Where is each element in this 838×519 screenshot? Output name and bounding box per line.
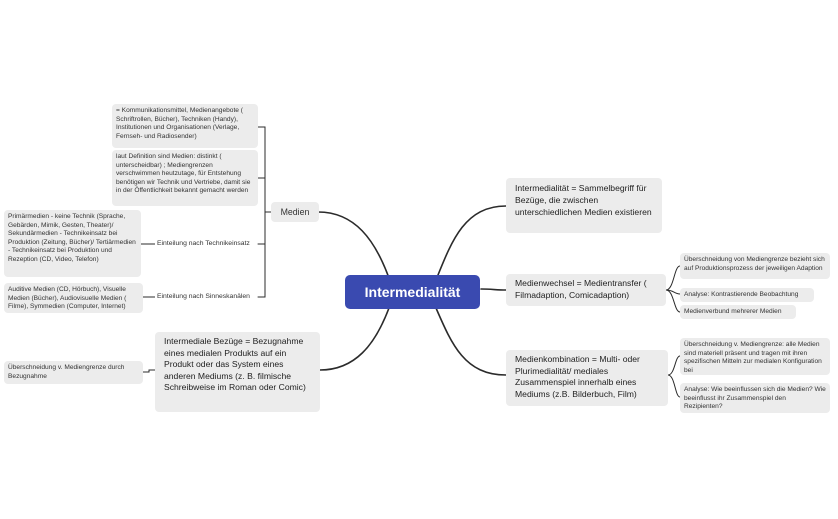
link-central-medienkombination <box>435 307 507 376</box>
node-medienkombination-child-1[interactable]: Überschneidung v. Mediengrenze: alle Med… <box>680 338 830 375</box>
node-medienkombination-child-2[interactable]: Analyse: Wie beeinflussen sich die Medie… <box>680 383 830 413</box>
medienkombination-text: Medienkombination = Multi- oder Plurimed… <box>515 354 640 399</box>
node-medienwechsel[interactable]: Medienwechsel = Medientransfer ( Filmada… <box>506 274 666 306</box>
node-medien-def-2[interactable]: laut Definition sind Medien: distinkt ( … <box>112 150 258 206</box>
medien-label: Medien <box>280 207 310 217</box>
node-medien[interactable]: Medien <box>271 202 319 222</box>
node-sinne-child[interactable]: Auditive Medien (CD, Hörbuch), Visuelle … <box>4 283 143 313</box>
medienwechsel-text: Medienwechsel = Medientransfer ( Filmada… <box>515 278 647 300</box>
node-intermediale-bezuege[interactable]: Intermediale Bezüge = Bezugnahme eines m… <box>155 332 320 412</box>
node-medienwechsel-child-3[interactable]: Medienverbund mehrerer Medien <box>680 305 796 319</box>
label-technikeinsatz[interactable]: Einteilung nach Technikeinsatz <box>155 239 252 248</box>
node-definition[interactable]: Intermedialität = Sammelbegriff für Bezü… <box>506 178 662 233</box>
node-medienwechsel-child-1[interactable]: Überschneidung von Mediengrenze bezieht … <box>680 253 830 279</box>
bezuege-text: Intermediale Bezüge = Bezugnahme eines m… <box>164 336 306 393</box>
definition-text: Intermedialität = Sammelbegriff für Bezü… <box>515 183 652 217</box>
node-technik-child[interactable]: Primärmedien - keine Technik (Sprache, G… <box>4 210 141 277</box>
link-central-medien <box>317 211 390 279</box>
label-sinneskanaele[interactable]: Auditive Medien (CD, Hörbuch), Visuelle … <box>155 292 252 301</box>
link-central-bezuege <box>319 307 390 371</box>
node-medienkombination[interactable]: Medienkombination = Multi- oder Plurimed… <box>506 350 668 406</box>
central-topic[interactable]: Intermedialität <box>345 275 480 309</box>
node-medien-def-1[interactable]: = Kommunikationsmittel, Medienangebote (… <box>112 104 258 148</box>
node-bezuege-child[interactable]: Überschneidung v. Mediengrenze durch Bez… <box>4 361 143 384</box>
central-title: Intermedialität <box>364 284 461 300</box>
link-central-definition <box>435 205 507 281</box>
node-medienwechsel-child-2[interactable]: Analyse: Kontrastierende Beobachtung <box>680 288 814 302</box>
link-central-medienwechsel <box>480 288 507 291</box>
